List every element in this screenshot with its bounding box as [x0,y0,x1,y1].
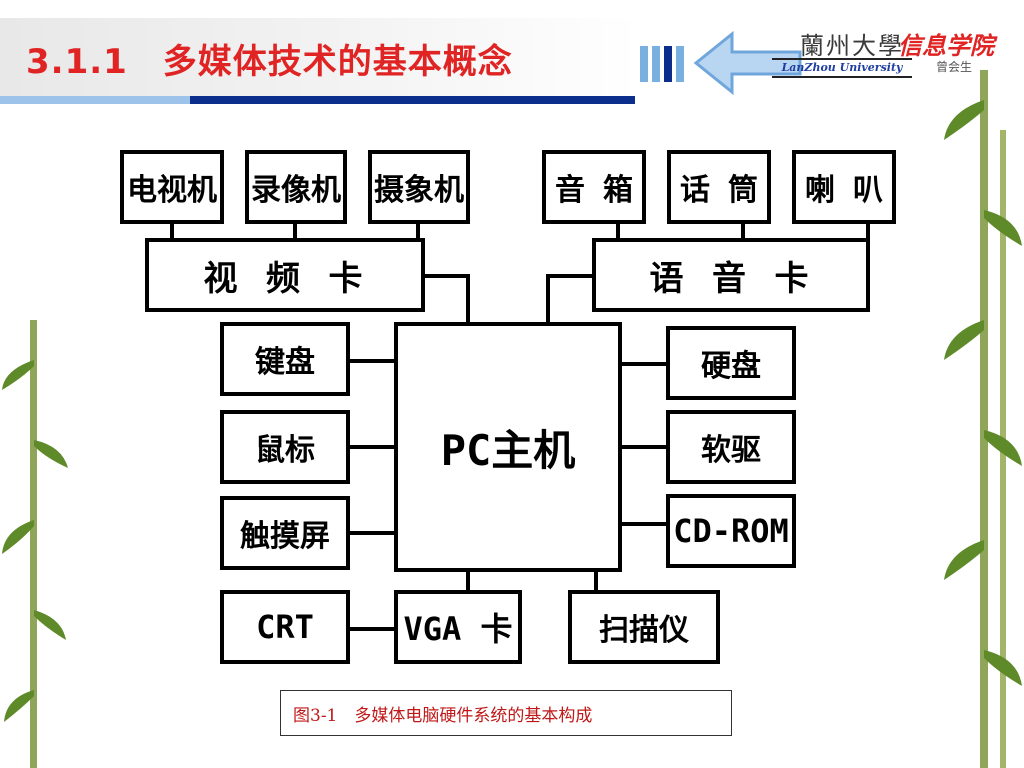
device-cdrom: CD-ROM [666,494,796,568]
title-rule-light [0,96,190,104]
hardware-diagram: 电视机 录像机 摄象机 音 箱 话 筒 喇 叭 视 频 卡 语 音 卡 PC主机… [100,140,920,680]
pc-host: PC主机 [394,322,622,572]
device-microphone: 话 筒 [667,150,771,224]
bamboo-left-decoration [2,320,68,768]
device-harddisk: 硬盘 [666,326,796,400]
device-tv: 电视机 [120,150,224,224]
author-name: 曾会生 [936,60,973,74]
back-arrow-icon [693,30,802,96]
device-mouse: 鼠标 [220,410,350,484]
device-scanner: 扫描仪 [568,590,720,664]
device-camcorder: 摄象机 [368,150,470,224]
video-card: 视 频 卡 [145,238,425,312]
slide-title: 3.1.1 多媒体技术的基本概念 [26,42,513,82]
device-loudspeaker: 喇 叭 [792,150,896,224]
audio-card: 语 音 卡 [592,238,870,312]
device-floppy: 软驱 [666,410,796,484]
device-vcr: 录像机 [245,150,347,224]
figure-caption: 图3-1 多媒体电脑硬件系统的基本构成 [280,690,732,736]
device-touchscreen: 触摸屏 [220,496,350,570]
device-keyboard: 键盘 [220,322,350,396]
bamboo-right-decoration [944,70,1022,768]
department-label: 信息学院 [898,32,994,60]
title-rule-dark [190,96,635,104]
decor-bars [640,46,688,82]
device-crt: CRT [220,590,350,664]
university-logo: 蘭州大學 [800,32,904,60]
university-english-name: LanZhou University [772,58,912,78]
device-speaker: 音 箱 [542,150,646,224]
device-vga-card: VGA 卡 [394,590,522,664]
title-bar [0,18,640,96]
